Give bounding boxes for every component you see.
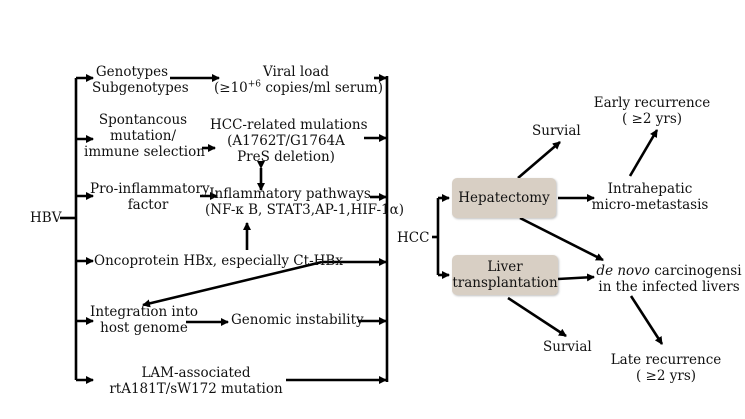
hepatectomy-box: Hepatectomy: [452, 178, 556, 218]
viral-load-detail-post: copies/ml serum): [261, 80, 383, 96]
spontaneous-line1: Spontancous: [98, 112, 188, 128]
viral-load-detail-pre: (≥10: [214, 80, 248, 96]
inflammatory-line1: Inflammatory pathways: [209, 186, 371, 202]
genomic-instability-label: Genomic instability: [231, 312, 364, 328]
arrow-hbx-integration: [142, 260, 323, 308]
lam-line2: rtA181T/sW172 mutation: [109, 381, 283, 397]
hcc-mutations-line1: HCC-related mulations: [210, 117, 368, 133]
hcc-mutations-line2: (A1762T/G1764A: [227, 133, 345, 149]
arrow-tx-survial: [507, 296, 567, 338]
early-recurrence-label: Early recurrence ( ≥2 yrs): [590, 95, 714, 127]
oncoprotein-label: Oncoprotein HBx, especially Ct-HBx: [94, 253, 343, 269]
inflammatory-label: Inflammatory pathways (NF-κ B, STAT3,AP-…: [205, 186, 404, 218]
inflammatory-line2: (NF-κ B, STAT3,AP-1,HIF-1α): [205, 202, 404, 218]
intrahepatic-line2: micro-metastasis: [591, 197, 709, 213]
late-recurrence-label: Late recurrence ( ≥2 yrs): [606, 352, 726, 384]
arrow-tx-denovo: [557, 273, 595, 282]
viral-load-detail: (≥10+6 copies/ml serum): [214, 79, 383, 96]
proinflammatory-label: Pro-inflammatory factor: [90, 181, 210, 213]
denovo-italic: de novo: [596, 263, 650, 279]
denovo-line2: in the infected livers: [598, 279, 740, 295]
arrow-denovo-late: [629, 295, 664, 345]
lam-line1: LAM-associated: [141, 365, 251, 381]
hcc-mutations-line3: PreS deletion): [237, 149, 335, 165]
denovo-label: de novo carcinogensi in the infected liv…: [594, 263, 744, 295]
liver-transplantation-line1: Liver: [487, 259, 523, 275]
integration-line2: host genome: [100, 320, 188, 336]
hepatectomy-text: Hepatectomy: [458, 190, 550, 206]
subgenotypes-text: Subgenotypes: [92, 80, 189, 96]
hcc-label: HCC: [397, 230, 430, 246]
liver-transplantation-line2: transplantation: [452, 275, 558, 291]
proinflammatory-line1: Pro-inflammatory: [90, 181, 210, 197]
spontaneous-line2: mutation/: [109, 128, 177, 144]
hcc-mutations-label: HCC-related mulations (A1762T/G1764A Pre…: [210, 117, 368, 165]
denovo-rest: carcinogensi: [649, 263, 742, 279]
survial-top-label: Survial: [532, 123, 581, 139]
integration-line1: Integration into: [89, 304, 198, 320]
lam-label: LAM-associated rtA181T/sW172 mutation: [104, 365, 288, 397]
arrow-hep-survial: [517, 141, 561, 179]
early-recurrence-line2: ( ≥2 yrs): [621, 111, 683, 127]
viral-load-label: Viral load (≥10+6 copies/ml serum): [214, 64, 383, 96]
spontaneous-line3: immune selection: [84, 144, 205, 160]
arrow-intra-early: [628, 129, 659, 177]
late-recurrence-line1: Late recurrence: [610, 352, 722, 368]
survial-bottom-label: Survial: [543, 339, 592, 355]
genotypes-label: Genotypes Subgenotypes: [92, 64, 189, 96]
viral-load-text: Viral load: [262, 64, 330, 80]
viral-load-exponent: +6: [247, 79, 262, 90]
late-recurrence-line2: ( ≥2 yrs): [635, 368, 697, 384]
liver-transplantation-box: Liver transplantation: [452, 255, 558, 295]
intrahepatic-label: Intrahepatic micro-metastasis: [588, 181, 712, 213]
spontaneous-label: Spontancous mutation/ immune selection: [84, 112, 205, 160]
intrahepatic-line1: Intrahepatic: [607, 181, 693, 197]
integration-label: Integration into host genome: [88, 304, 200, 336]
hbv-label: HBV: [30, 210, 62, 226]
denovo-line1: de novo carcinogensi: [594, 263, 744, 279]
arrow-hep-denovo: [519, 216, 604, 262]
proinflammatory-line2: factor: [127, 197, 169, 213]
genotypes-text: Genotypes: [95, 64, 169, 80]
early-recurrence-line1: Early recurrence: [593, 95, 711, 111]
